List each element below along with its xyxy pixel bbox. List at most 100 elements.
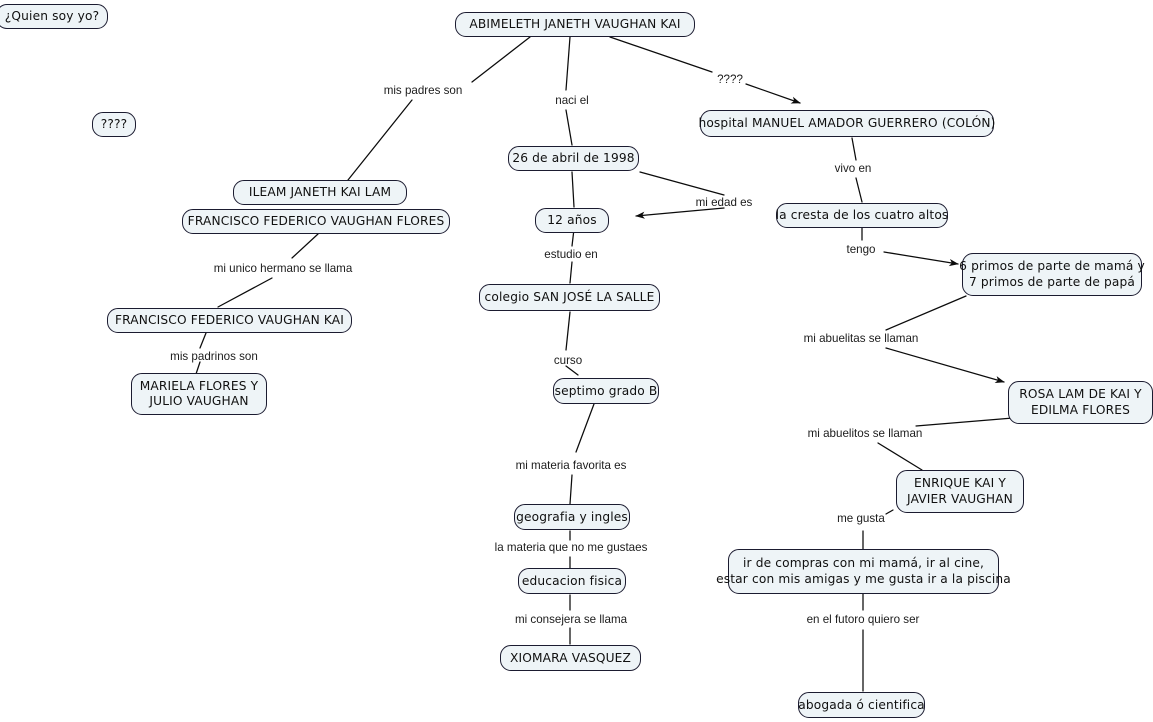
link-label-mis-padrinos-son-text: mis padrinos son <box>170 350 258 363</box>
edge-primos-to-abuelitas-label <box>885 295 967 331</box>
edge-hermano-to-francisco-kai <box>217 277 273 308</box>
link-label-vivo-en: vivo en <box>835 162 872 175</box>
link-label-tengo-text: tengo <box>846 243 876 256</box>
edge-abuelitas-to-abuelitos-label <box>915 417 1014 427</box>
node-futuro[interactable]: abogada ó cientifica <box>798 692 925 718</box>
link-label-materia-no-gustaes: la materia que no me gustaes <box>495 541 648 554</box>
link-label-mis-padres-son-text: mis padres son <box>383 84 463 97</box>
link-label-en-el-futoro-quiero-ser-text: en el futoro quiero ser <box>806 613 920 626</box>
link-label-mi-unico-hermano-text: mi unico hermano se llama <box>213 262 353 275</box>
node-quien-soy-yo-label: ¿Quien soy yo? <box>4 9 100 24</box>
node-ileam[interactable]: ILEAM JANETH KAI LAM <box>233 180 407 205</box>
link-label-curso-text: curso <box>553 354 583 367</box>
link-label-mi-materia-favorita-es-text: mi materia favorita es <box>515 459 627 472</box>
node-materia-favorita[interactable]: geografia y ingles <box>514 504 630 530</box>
node-francisco-flores-label: FRANCISCO FEDERICO VAUGHAN FLORES <box>187 214 445 229</box>
edge-mi-edad-es-to-edad <box>635 207 725 219</box>
node-hospital[interactable]: hospital MANUEL AMADOR GUERRERO (COLÓN) <box>698 110 996 137</box>
edge-root-to-mis-padres <box>471 36 531 83</box>
node-me-gusta[interactable]: ir de compras con mi mamá, ir al cine, e… <box>716 549 1011 594</box>
link-label-estudio-en-text: estudio en <box>544 248 598 261</box>
node-padrinos[interactable]: MARIELA FLORES Y JULIO VAUGHAN <box>131 373 267 415</box>
link-label-interrogantes: ???? <box>717 73 743 86</box>
node-consejera[interactable]: XIOMARA VASQUEZ <box>500 645 641 671</box>
link-label-mi-unico-hermano: mi unico hermano se llama <box>214 262 353 275</box>
edge-fecha-to-mi-edad-es <box>639 171 725 196</box>
link-label-naci-el: naci el <box>555 94 589 107</box>
link-label-mis-padrinos-son: mis padrinos son <box>170 350 258 363</box>
node-materia-no-gusta[interactable]: educacion fisica <box>518 568 626 594</box>
node-francisco-kai-label: FRANCISCO FEDERICO VAUGHAN KAI <box>114 313 345 328</box>
node-fecha-nacimiento[interactable]: 26 de abril de 1998 <box>508 146 639 171</box>
link-label-mi-consejera-se-llama: mi consejera se llama <box>515 613 627 626</box>
link-label-mi-abuelitas-se-llaman-text: mi abuelitas se llaman <box>803 332 919 345</box>
node-primos-label: 6 primos de parte de mamá y 7 primos de … <box>959 259 1145 289</box>
link-label-mis-padres-son: mis padres son <box>384 84 463 97</box>
edge-fecha-to-edad <box>571 171 575 208</box>
node-curso-label: septimo grado B <box>554 383 658 398</box>
edge-abuelitos-to-me-gusta-label <box>885 509 894 515</box>
node-edad[interactable]: 12 años <box>535 208 609 233</box>
edge-root-to-interrogantes <box>609 36 713 73</box>
link-label-mi-abuelitos-se-llaman-text: mi abuelitos se llaman <box>807 427 923 440</box>
node-colegio[interactable]: colegio SAN JOSÉ LA SALLE <box>479 284 660 311</box>
edge-abuelitas-label-to-abuelitas <box>885 347 1005 384</box>
edge-hospital-to-vivo-en <box>851 137 857 161</box>
link-label-mi-abuelitos-se-llaman: mi abuelitos se llaman <box>808 427 923 440</box>
node-abuelitos-label: ENRIQUE KAI Y JAVIER VAUGHAN <box>907 476 1013 506</box>
node-abuelitos[interactable]: ENRIQUE KAI Y JAVIER VAUGHAN <box>896 470 1024 513</box>
node-colegio-label: colegio SAN JOSÉ LA SALLE <box>484 290 655 305</box>
node-abimeleth-root-label: ABIMELETH JANETH VAUGHAN KAI <box>469 17 681 32</box>
node-curso[interactable]: septimo grado B <box>553 378 659 404</box>
node-abimeleth-root[interactable]: ABIMELETH JANETH VAUGHAN KAI <box>455 12 695 37</box>
link-label-mi-consejera-se-llama-text: mi consejera se llama <box>514 613 628 626</box>
node-me-gusta-label: ir de compras con mi mamá, ir al cine, e… <box>716 556 1011 586</box>
link-label-materia-no-gustaes-text: la materia que no me gustaes <box>494 541 648 554</box>
node-consejera-label: XIOMARA VASQUEZ <box>509 650 632 665</box>
link-label-me-gusta-text: me gusta <box>837 512 885 525</box>
node-primos[interactable]: 6 primos de parte de mamá y 7 primos de … <box>959 253 1145 296</box>
node-padrinos-label: MARIELA FLORES Y JULIO VAUGHAN <box>139 378 259 409</box>
link-label-estudio-en: estudio en <box>544 248 598 261</box>
link-label-me-gusta: me gusta <box>837 512 885 525</box>
link-label-mi-abuelitas-se-llaman: mi abuelitas se llaman <box>804 332 919 345</box>
node-residencia[interactable]: la cresta de los cuatro altos <box>776 203 948 228</box>
edge-flores-to-hermano <box>291 233 319 259</box>
node-residencia-label: la cresta de los cuatro altos <box>775 208 949 223</box>
node-francisco-flores[interactable]: FRANCISCO FEDERICO VAUGHAN FLORES <box>182 209 450 234</box>
link-label-interrogantes-text: ???? <box>717 73 743 86</box>
link-label-mi-materia-favorita-es: mi materia favorita es <box>516 459 627 472</box>
node-materia-favorita-label: geografia y ingles <box>516 509 628 524</box>
node-hospital-label: hospital MANUEL AMADOR GUERRERO (COLÓN) <box>698 116 996 131</box>
node-futuro-label: abogada ó cientifica <box>798 697 925 712</box>
node-edad-label: 12 años <box>547 213 597 228</box>
edge-tengo-to-primos <box>883 251 959 267</box>
edge-estudio-en-to-colegio <box>569 261 573 284</box>
edge-naci-el-to-fecha <box>565 109 573 146</box>
node-ileam-label: ILEAM JANETH KAI LAM <box>248 185 392 200</box>
node-abuelitas[interactable]: ROSA LAM DE KAI Y EDILMA FLORES <box>1008 381 1153 424</box>
node-interrogantes[interactable]: ???? <box>92 112 136 137</box>
link-label-mi-edad-es-text: mi edad es <box>695 196 753 209</box>
link-label-en-el-futoro-quiero-ser: en el futoro quiero ser <box>807 613 920 626</box>
node-francisco-kai[interactable]: FRANCISCO FEDERICO VAUGHAN KAI <box>107 308 352 333</box>
link-label-naci-el-text: naci el <box>555 94 589 107</box>
edge-francisco-kai-to-padrinos-label <box>199 332 207 349</box>
link-label-mi-edad-es: mi edad es <box>696 196 753 209</box>
node-materia-no-gusta-label: educacion fisica <box>521 573 623 588</box>
edge-septimo-to-materia-fav-label <box>575 403 595 453</box>
node-fecha-nacimiento-label: 26 de abril de 1998 <box>512 151 635 166</box>
node-interrogantes-label: ???? <box>100 117 128 132</box>
edge-materia-fav-label-to-geografia <box>569 474 573 505</box>
link-label-vivo-en-text: vivo en <box>834 162 872 175</box>
node-abuelitas-label: ROSA LAM DE KAI Y EDILMA FLORES <box>1019 387 1142 417</box>
edge-vivo-en-to-residencia <box>855 177 863 203</box>
link-label-tengo: tengo <box>846 243 875 256</box>
edge-mis-padres-to-ileam <box>347 99 413 181</box>
edge-root-to-naci-el <box>565 36 571 91</box>
node-quien-soy-yo[interactable]: ¿Quien soy yo? <box>0 4 108 29</box>
edge-interrogantes-to-hospital <box>745 83 801 104</box>
edge-colegio-to-curso <box>565 311 571 351</box>
link-label-curso: curso <box>554 354 582 367</box>
